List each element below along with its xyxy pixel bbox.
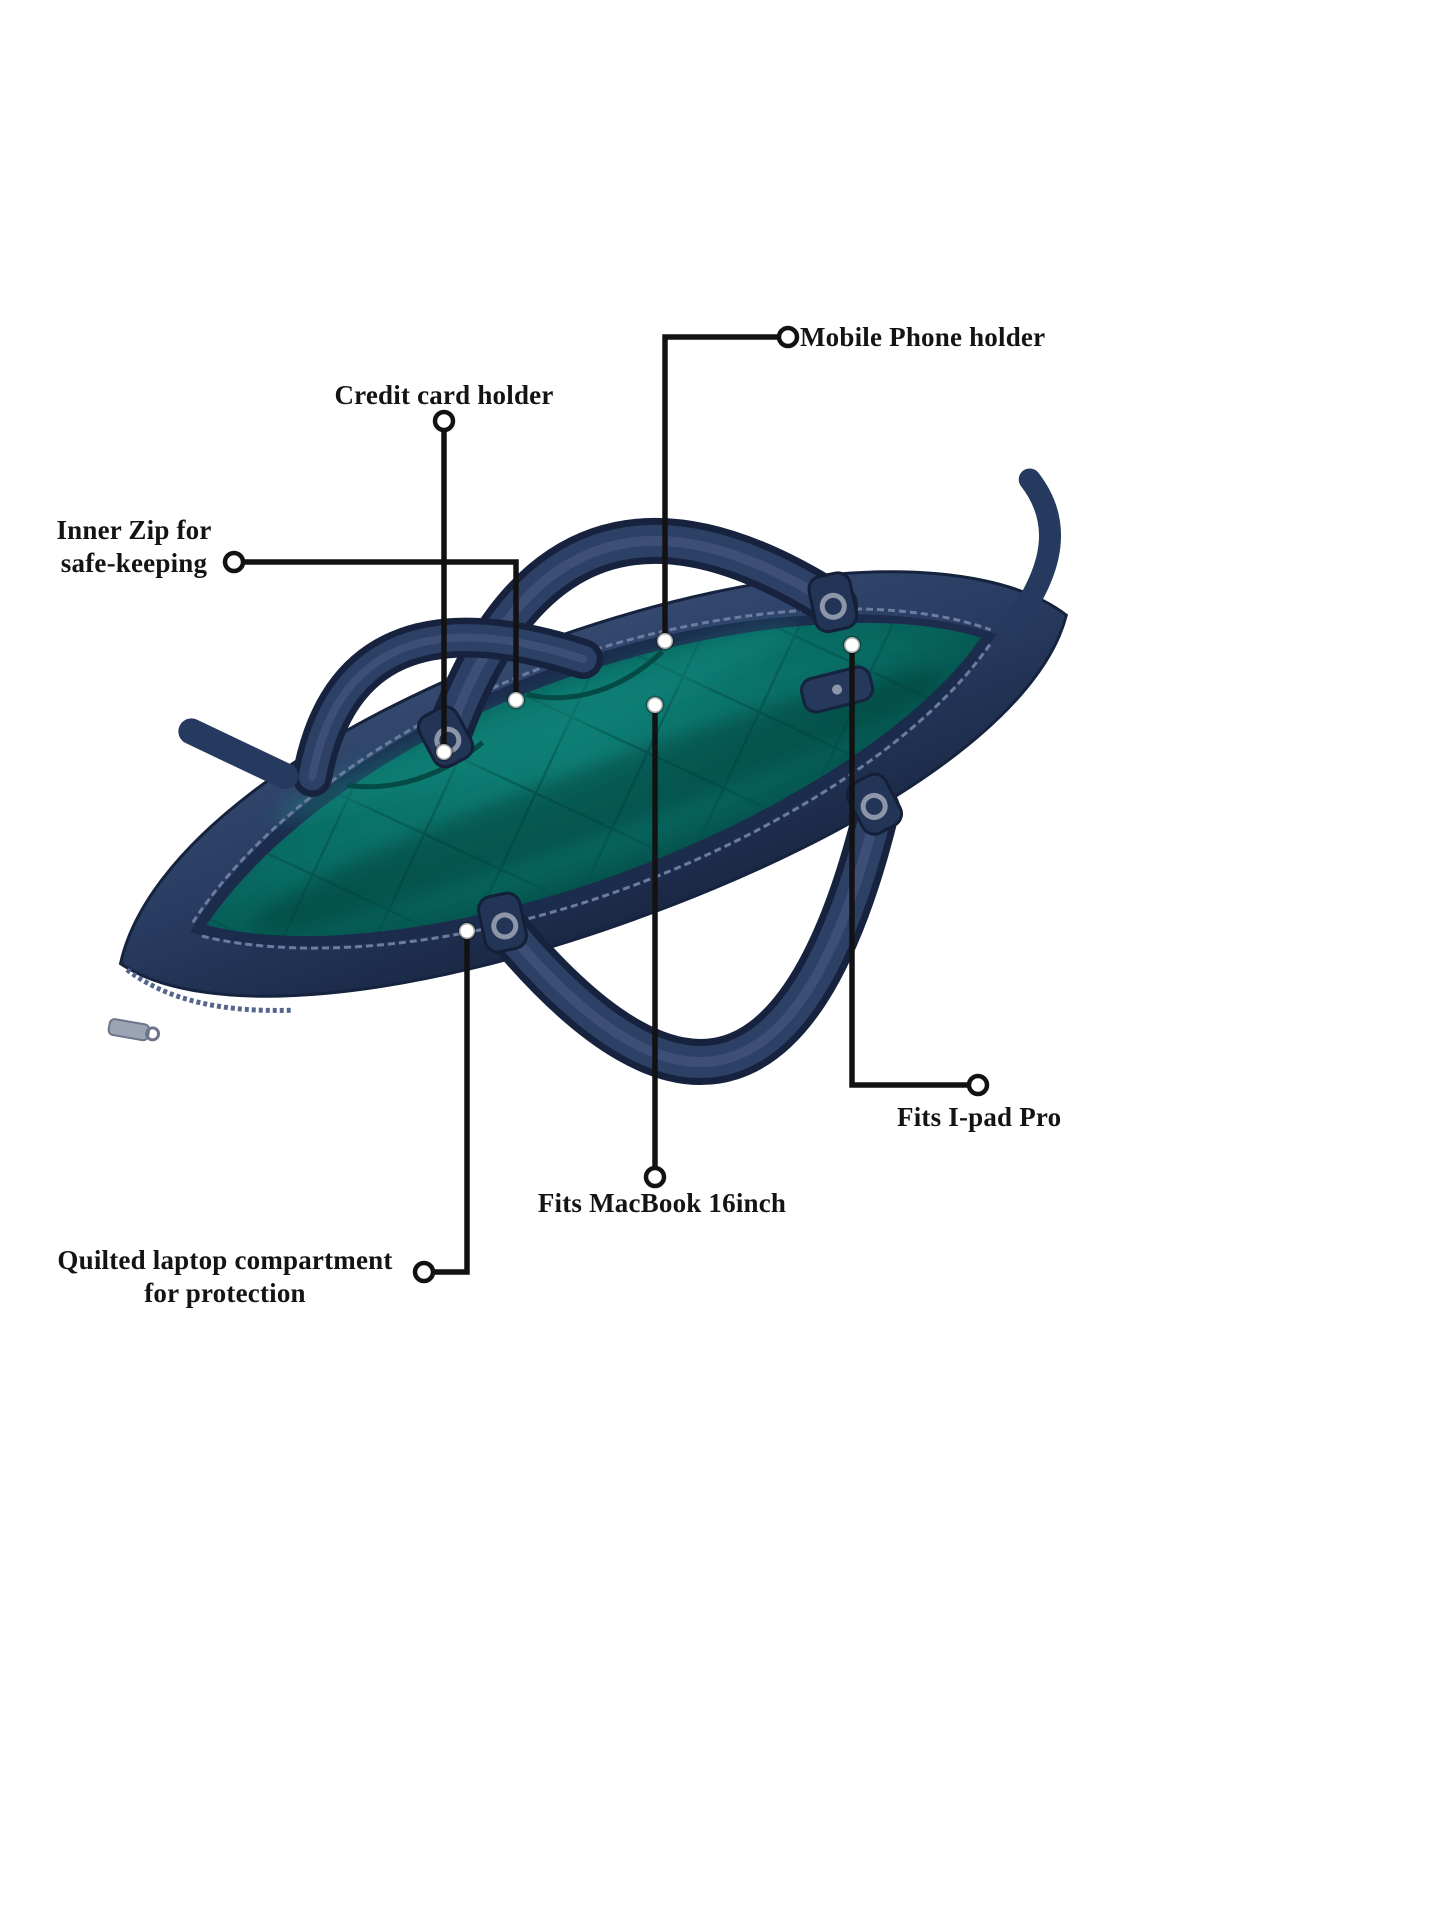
lining-shadow [249, 669, 946, 932]
zipper-left-teeth [125, 967, 291, 1013]
callout-label-fits-macbook: Fits MacBook 16inch [537, 1188, 787, 1218]
bottom-handle [482, 785, 901, 1085]
callout-line-credit-card-holder [432, 409, 456, 748]
callout-marker [222, 550, 246, 574]
zipper-top [191, 607, 992, 924]
callout-marker [966, 1073, 990, 1097]
side-strap-right [1001, 468, 1062, 638]
callout-line-fits-macbook [643, 712, 667, 1189]
anchor-dot-quilted-compartment [457, 921, 477, 941]
callout-anchor-dots [434, 631, 862, 941]
zipper-bottom [201, 641, 993, 950]
callout-line-quilted-compartment [412, 938, 470, 1284]
anchor-dot-credit-card-holder [434, 742, 454, 762]
bag-illustration [107, 468, 1069, 1085]
top-handle [424, 517, 859, 762]
callout-label-mobile-phone-holder: Mobile Phone holder [800, 322, 1046, 352]
callout-label-credit-card-holder: Credit card holder [334, 380, 554, 410]
anchor-dot-fits-ipad-pro [842, 635, 862, 655]
callout-line-mobile-phone-holder [662, 325, 800, 638]
callout-lines [222, 325, 990, 1284]
anchor-dot-mobile-phone-holder [655, 631, 675, 651]
callout-label-inner-zip: Inner Zip for safe-keeping [56, 515, 212, 578]
callout-marker [412, 1260, 436, 1284]
callout-marker [776, 325, 800, 349]
callout-marker [432, 409, 456, 433]
callout-label-fits-ipad-pro: Fits I-pad Pro [897, 1102, 1062, 1132]
lining-highlight [273, 623, 801, 822]
interior-strap-tab [800, 665, 875, 714]
callout-line-fits-ipad-pro [849, 652, 990, 1097]
top-handle-near [292, 617, 604, 797]
anchor-dot-inner-zip [506, 690, 526, 710]
callout-label-quilted-compartment: Quilted laptop compartment for protectio… [57, 1245, 393, 1308]
side-strap-left [178, 718, 299, 789]
handle-ring [491, 912, 519, 940]
callout-line-inner-zip [222, 550, 519, 696]
handle-ring [819, 592, 847, 620]
callout-marker [643, 1165, 667, 1189]
anchor-dot-fits-macbook [645, 695, 665, 715]
handle-ring [860, 792, 888, 820]
lining-pocket-seam-phone [526, 649, 665, 701]
zipper-pull [107, 1018, 161, 1042]
